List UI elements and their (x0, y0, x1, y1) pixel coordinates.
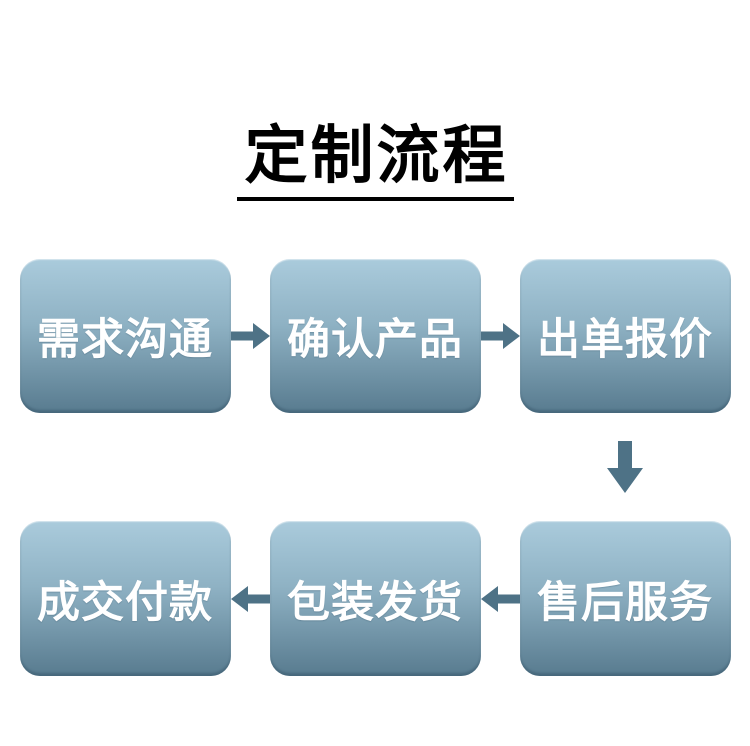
arrow-left-icon (480, 584, 520, 614)
flow-step-box: 包装发货 (269, 521, 481, 676)
arrow-down-icon (520, 441, 731, 493)
flow-step-box: 需求沟通 (19, 259, 231, 413)
title-row: 定制流程 (0, 0, 750, 201)
arrow-right-icon (230, 321, 270, 351)
flow-step-box: 成交付款 (19, 521, 231, 676)
page-title: 定制流程 (236, 124, 514, 201)
connector-row (0, 413, 750, 521)
flow-step-box: 出单报价 (519, 259, 731, 413)
flow-row-bottom: 成交付款 包装发货 售后服务 (0, 521, 750, 676)
arrow-right-icon (480, 321, 520, 351)
arrow-left-icon (230, 584, 270, 614)
flow-step-box: 售后服务 (519, 521, 731, 676)
flow-step-box: 确认产品 (269, 259, 481, 413)
flow-row-top: 需求沟通 确认产品 出单报价 (0, 259, 750, 413)
